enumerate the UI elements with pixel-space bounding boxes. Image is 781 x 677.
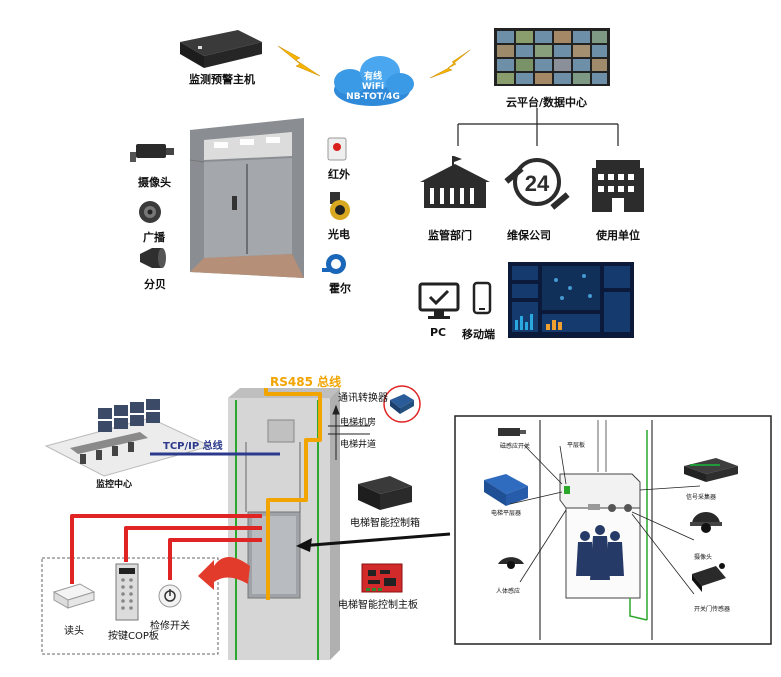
speaker-icon [139, 201, 161, 223]
magnetic-switch-label: 磁感应开关 [500, 443, 531, 450]
mobile-label: 移动端 [462, 328, 495, 341]
photoelectric-sensor-icon [330, 192, 350, 220]
decibel-horn-icon [140, 248, 166, 268]
photoelectric-label: 光电 [328, 228, 350, 241]
red-bus-line-3 [168, 538, 262, 580]
broadcast-label: 广播 [143, 231, 165, 244]
main-board-label: 电梯智能控制主板 [338, 600, 418, 611]
network-cloud-label: 有线 WiFi NB-TOT/4G [346, 72, 400, 102]
leveling-plate-label: 平层板 [567, 442, 586, 449]
service-switch-label: 检修开关 [150, 621, 190, 632]
monitoring-host-icon [180, 30, 262, 68]
hall-sensor-icon [322, 254, 346, 274]
cloud-line-wired: 有线 [363, 72, 382, 82]
pc-label: PC [430, 326, 447, 339]
cloud-platform-label: 云平台/数据中心 [506, 96, 588, 109]
detail-car-illustration [539, 420, 653, 640]
signal-collector-icon [684, 458, 738, 482]
dashboard-screen-icon [508, 262, 634, 338]
cop-panel-label: 按键COP板 [108, 631, 159, 642]
network-cloud-icon [334, 56, 414, 106]
maintenance-24h-icon [504, 158, 570, 210]
red-bus-line-1 [70, 514, 262, 584]
control-box-label: 电梯智能控制箱 [350, 518, 420, 529]
leveler-icon [484, 474, 528, 506]
infrared-label: 红外 [328, 168, 350, 181]
regulator-label: 监管部门 [428, 229, 472, 242]
leveler-label: 电梯平层器 [491, 510, 522, 517]
device-group-box [41, 557, 219, 655]
camera-label: 摄像头 [138, 176, 171, 189]
comm-converter-icon [383, 385, 421, 423]
infrared-sensor-icon [327, 137, 347, 161]
service-switch-icon [158, 584, 182, 608]
reader-label: 读头 [64, 626, 84, 637]
tcpip-label: TCP/IP 总线 [163, 441, 223, 452]
control-box-icon [358, 476, 412, 510]
door-sensor-icon [692, 563, 726, 592]
card-reader-icon [52, 583, 96, 609]
lightning-right-icon [429, 49, 471, 79]
rs485-bus-line [264, 388, 322, 600]
detail-camera-icon [690, 512, 722, 533]
decibel-label: 分贝 [144, 278, 166, 291]
svg-text:24: 24 [525, 171, 550, 196]
org-tree-lines [457, 108, 619, 146]
cop-panel-icon [115, 563, 139, 621]
red-bus-line-2 [124, 526, 262, 562]
door-sensor-label: 开关门传感器 [694, 606, 731, 613]
body-sensor-icon [498, 557, 524, 569]
machine-room-label: 电梯机房 [340, 418, 377, 428]
red-arrow-icon [198, 557, 250, 590]
detail-pointer-line [299, 532, 451, 548]
elevator-shaft-illustration [228, 388, 340, 660]
magnetic-switch-icon [498, 428, 526, 436]
detail-camera-label: 摄像头 [694, 554, 713, 561]
elevator-car-illustration [189, 118, 304, 278]
shaft-label: 电梯井道 [340, 440, 377, 450]
government-building-icon [420, 156, 490, 208]
signal-collector-label: 信号采集器 [686, 494, 717, 501]
office-building-icon [592, 160, 644, 212]
monitor-center-illustration [44, 399, 212, 477]
converter-label: 通讯转换器 [338, 393, 388, 404]
camera-icon [130, 144, 174, 162]
video-wall-icon [494, 28, 610, 86]
hall-label: 霍尔 [329, 282, 351, 295]
user-unit-label: 使用单位 [596, 229, 640, 242]
body-sensor-label: 人体感应 [496, 588, 521, 595]
main-board-icon [361, 563, 403, 593]
mobile-phone-icon [472, 281, 492, 315]
rs485-label: RS485 总线 [270, 375, 342, 389]
monitoring-host-label: 监测预警主机 [189, 73, 255, 86]
maintenance-label: 维保公司 [507, 229, 551, 242]
pc-monitor-icon [418, 282, 460, 319]
lightning-left-icon [277, 45, 321, 77]
cloud-line-wifi: WiFi [361, 82, 385, 92]
cloud-line-nb: NB-TOT/4G [346, 92, 400, 102]
monitor-center-label: 监控中心 [96, 480, 133, 490]
